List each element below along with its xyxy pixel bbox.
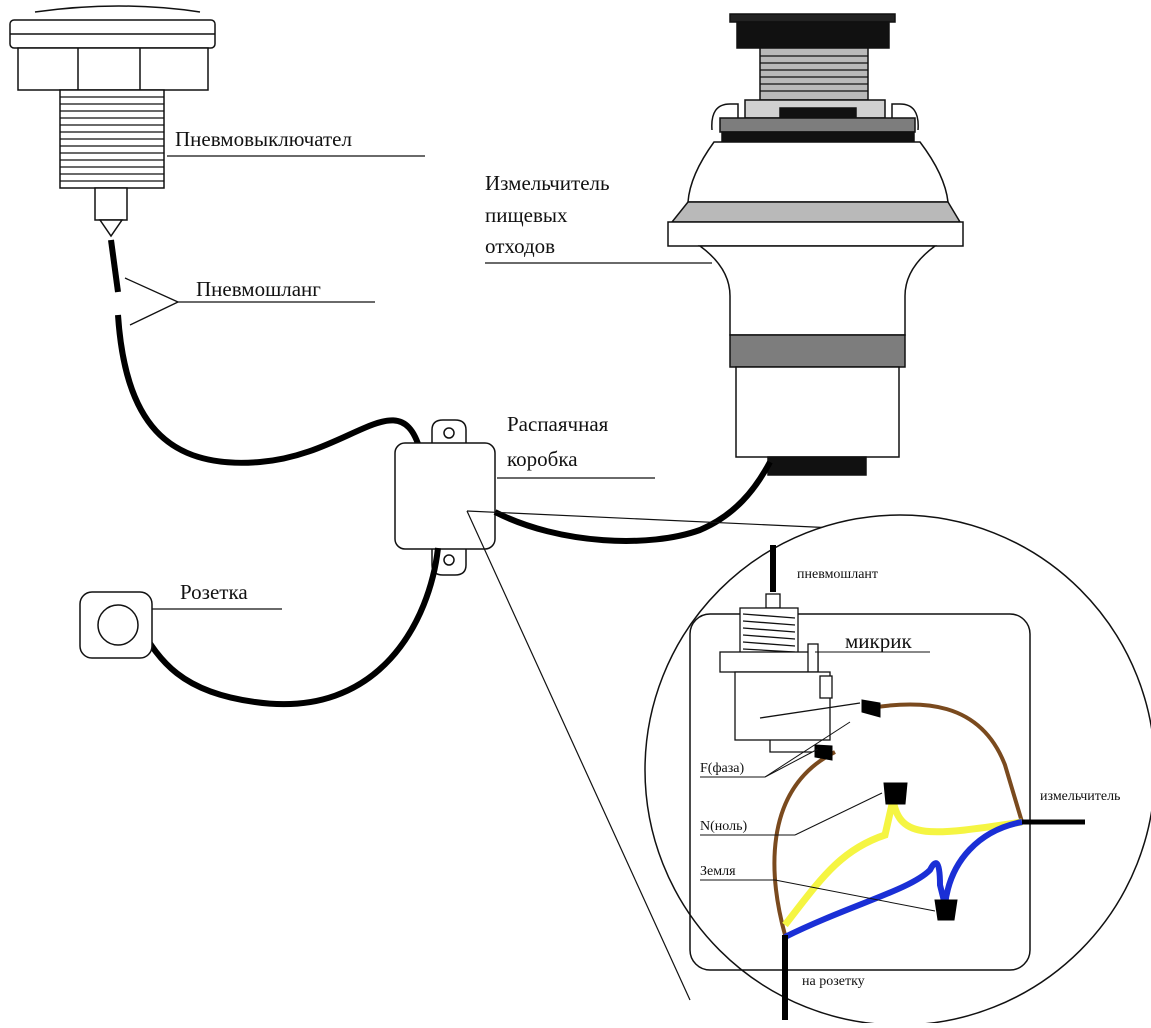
inset-ground-label: Земля (700, 864, 736, 879)
grinder-label-line3: отходов (485, 234, 555, 258)
air-switch-label: Пневмовыключател (175, 127, 352, 151)
air-hose-cable-lower (115, 314, 423, 466)
grinder-cable (493, 460, 773, 544)
phase-wire-lower (772, 750, 836, 936)
microswitch-icon (719, 593, 861, 753)
air-hose-label: Пневмошланг (196, 277, 321, 301)
air-hose-cable (108, 239, 121, 293)
ground-wire (783, 819, 1023, 940)
inset-detail: пневмошлант микрик F(фаза) N(ноль) Земля… (644, 514, 1151, 1026)
wire-connectors (814, 699, 958, 921)
junction-label-line2: коробка (507, 447, 578, 471)
air-hose-pointer (124, 277, 375, 326)
zoom-lines (466, 510, 879, 1001)
phase-wire (869, 702, 1024, 823)
inset-pointers (764, 651, 936, 912)
socket-cable (137, 547, 441, 707)
inset-neutral-label: N(ноль) (700, 819, 747, 834)
inset-phase-label: F(фаза) (700, 761, 744, 776)
inset-hose-label: пневмошлант (797, 567, 878, 582)
air-switch-icon (9, 5, 216, 238)
grinder-label-line1: Измельчитель (485, 171, 610, 195)
socket-label: Розетка (180, 580, 248, 604)
grinder-icon (667, 13, 964, 476)
junction-label-line1: Распаячная (507, 412, 609, 436)
socket-icon (79, 591, 153, 659)
inset-microswitch-label: микрик (845, 629, 912, 653)
inset-to-grinder-label: измельчитель (1040, 789, 1120, 804)
junction-box-icon (394, 419, 496, 576)
inset-to-socket-label: на розетку (802, 974, 865, 989)
grinder-label-line2: пищевых (485, 203, 568, 227)
